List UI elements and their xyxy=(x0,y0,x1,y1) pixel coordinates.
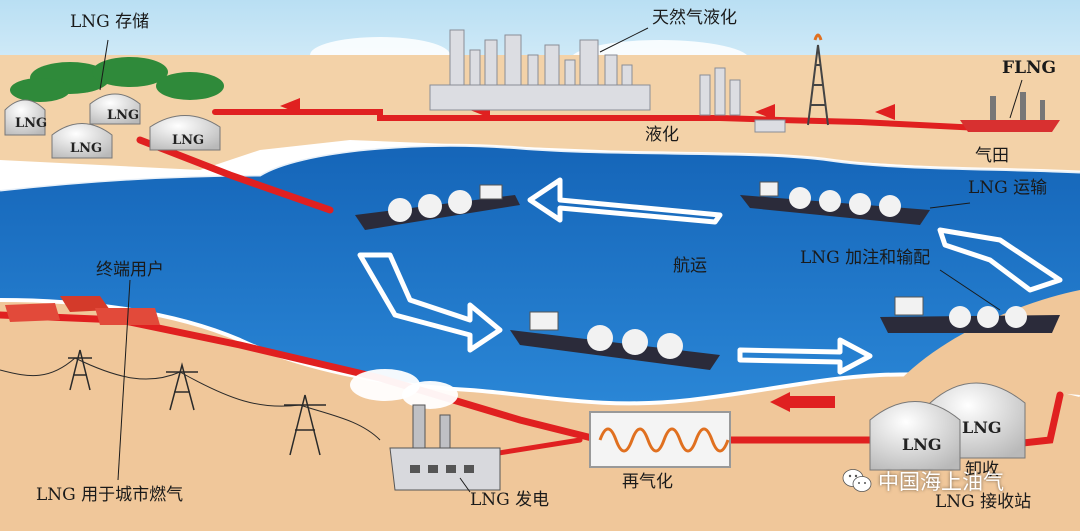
power-pylon-icon xyxy=(0,349,381,456)
leader-lines xyxy=(99,27,1023,493)
label-lng-storage: LNG 存储 xyxy=(70,12,150,32)
label-city-gas: LNG 用于城市燃气 xyxy=(36,485,184,505)
label-end-users: 终端用户 xyxy=(96,260,164,280)
regas-heater-icon xyxy=(589,411,731,468)
watermark: 中国海上油气 xyxy=(842,466,1004,496)
lng-tank-icon: LNG LNG LNG LNG xyxy=(4,93,221,159)
label-power-gen: LNG 发电 xyxy=(470,490,550,510)
label-lng-transport: LNG 运输 xyxy=(968,178,1048,198)
near-shore xyxy=(0,300,1080,531)
shipping-flow-arrows xyxy=(357,177,1063,375)
svg-text:LNG: LNG xyxy=(172,133,204,148)
trees xyxy=(10,57,224,102)
label-regasification: 再气化 xyxy=(622,472,673,492)
wechat-icon xyxy=(842,469,872,492)
label-shipping: 航运 xyxy=(673,256,707,276)
label-unloading: 卸收 xyxy=(965,460,999,480)
svg-text:LNG: LNG xyxy=(107,108,139,123)
flng-vessel xyxy=(960,92,1060,132)
svg-text:LNG: LNG xyxy=(70,141,102,156)
label-receiving-terminal: LNG 接收站 xyxy=(935,492,1032,512)
flow-arrows-red xyxy=(280,98,895,412)
label-ng-liquefaction: 天然气液化 xyxy=(652,8,737,28)
label-liquefaction: 液化 xyxy=(645,125,679,145)
label-flng: FLNG xyxy=(1002,58,1057,78)
refinery-icon xyxy=(429,29,786,133)
svg-text:LNG: LNG xyxy=(962,418,1002,437)
label-lng-bunkering: LNG 加注和输配 xyxy=(800,248,931,268)
label-gas-field: 气田 xyxy=(975,146,1009,166)
flare-tower-icon xyxy=(807,33,829,126)
svg-text:LNG: LNG xyxy=(15,116,47,131)
svg-text:LNG: LNG xyxy=(902,435,942,454)
power-plant-icon xyxy=(350,369,501,491)
lng-carrier-icon xyxy=(355,181,1060,370)
receiving-terminal-tanks: LNG LNG xyxy=(869,382,1026,471)
watermark-text: 中国海上油气 xyxy=(878,470,1004,494)
